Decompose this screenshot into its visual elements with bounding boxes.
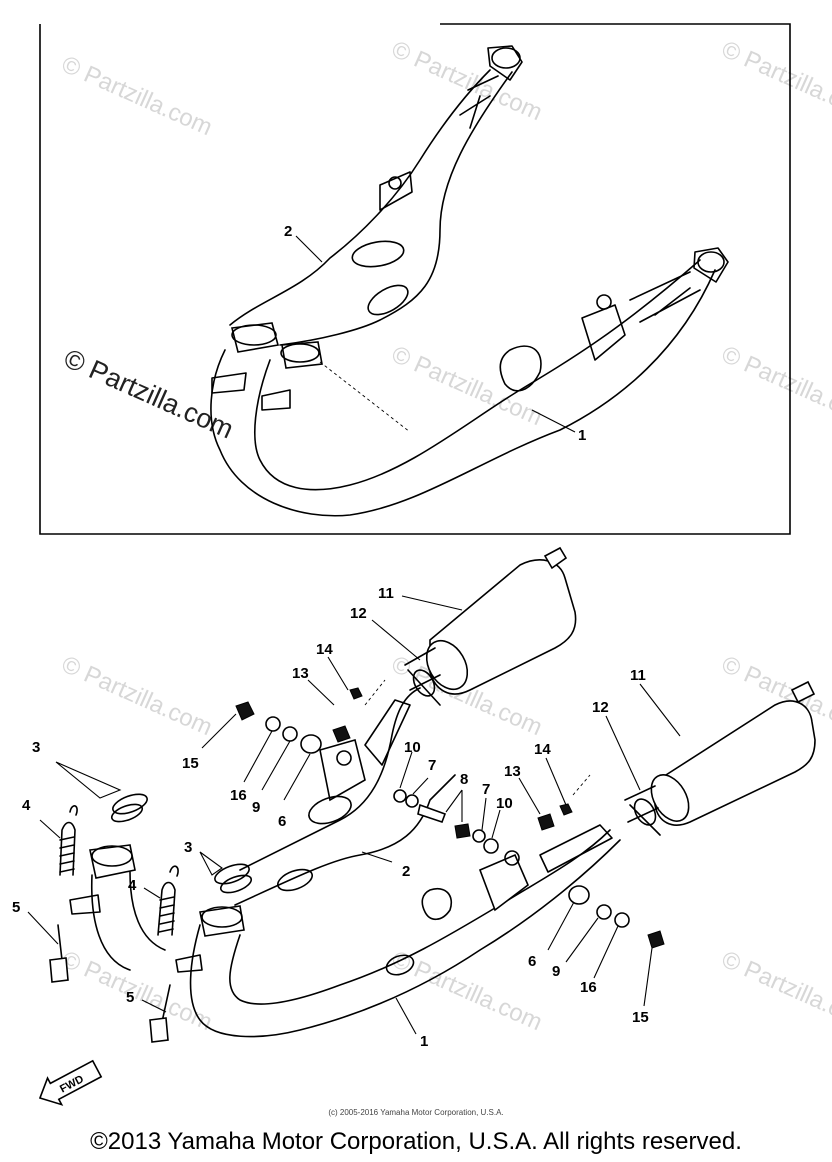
callout-15: 15 <box>182 755 199 772</box>
top-pipe-1 <box>210 247 729 517</box>
callout-9: 9 <box>252 799 260 816</box>
callout-12: 12 <box>350 605 367 622</box>
fine-print: (c) 2005-2016 Yamaha Motor Corporation, … <box>328 1108 504 1117</box>
fwd-arrow: FWD <box>38 1059 103 1106</box>
callout-4: 4 <box>22 797 31 814</box>
washer-7a <box>405 794 419 808</box>
watermark: © Partzilla.com <box>58 651 217 741</box>
callout-2: 2 <box>402 863 410 880</box>
callout-7: 7 <box>428 757 436 774</box>
callout-8: 8 <box>460 771 468 788</box>
callout-16: 16 <box>230 787 247 804</box>
copyright-notice: ©2013 Yamaha Motor Corporation, U.S.A. A… <box>90 1128 742 1155</box>
callout-12: 12 <box>592 699 609 716</box>
grommet-6a <box>300 734 322 754</box>
gasket-3a <box>112 793 148 815</box>
top-pipe-2 <box>229 45 523 346</box>
gasket-3b <box>214 863 250 885</box>
watermark: © Partzilla.com <box>388 36 547 126</box>
callout-11: 11 <box>630 667 646 684</box>
flange-left-upper <box>69 844 166 971</box>
assembly-frame <box>39 23 791 535</box>
callout-3: 3 <box>32 739 40 756</box>
gasket-3b-inner <box>219 874 253 894</box>
nut-8b <box>454 823 471 839</box>
callout-top-2: 2 <box>284 223 292 240</box>
spring-4a <box>59 805 78 876</box>
callout-11: 11 <box>378 585 394 602</box>
watermark: © Partzilla.com <box>718 36 832 126</box>
leader-top-1 <box>531 409 576 433</box>
callout-1: 1 <box>420 1033 428 1050</box>
callout-15: 15 <box>632 1009 649 1026</box>
callout-10: 10 <box>496 795 513 812</box>
washer-16a <box>265 716 281 732</box>
watermark: © Partzilla.com <box>718 341 832 431</box>
callout-6: 6 <box>528 953 536 970</box>
bottom-leaders <box>27 595 681 1035</box>
gasket-3a-inner <box>110 803 144 823</box>
washer-10b <box>483 838 499 854</box>
flange-left-lower <box>175 905 245 973</box>
washer-7b <box>472 829 486 843</box>
callout-16: 16 <box>580 979 597 996</box>
watermark: © Partzilla.com <box>718 946 832 1036</box>
bottom-pipe-2 <box>234 687 456 906</box>
nut-13b <box>537 813 555 831</box>
bolt-5b <box>149 984 171 1043</box>
nut-13a <box>332 725 351 743</box>
washer-14b <box>559 803 573 816</box>
bolt-8a <box>417 803 447 824</box>
callout-13: 13 <box>504 763 521 780</box>
callout-5: 5 <box>12 899 20 916</box>
nut-15b <box>647 930 665 949</box>
washer-14a <box>349 687 363 700</box>
watermark: © Partzilla.com <box>58 51 217 141</box>
bottom-pipe-1 <box>189 824 621 1038</box>
collar-9a <box>282 726 298 742</box>
bolt-5a <box>49 924 69 983</box>
callout-13: 13 <box>292 665 309 682</box>
callout-14: 14 <box>534 741 551 758</box>
callout-4: 4 <box>128 877 137 894</box>
callout-3: 3 <box>184 839 192 856</box>
washer-10a <box>393 789 407 803</box>
muffler-11-right <box>624 680 816 836</box>
callout-6: 6 <box>278 813 286 830</box>
callout-10: 10 <box>404 739 421 756</box>
callout-9: 9 <box>552 963 560 980</box>
nut-15a <box>235 701 255 721</box>
callout-7: 7 <box>482 781 490 798</box>
collar-9b <box>596 904 612 920</box>
watermark: © Partzilla.com <box>388 341 547 431</box>
grommet-6b <box>568 885 590 905</box>
leader-top-2 <box>295 235 323 263</box>
spring-4b <box>157 865 179 936</box>
muffler-11-upper <box>404 546 577 706</box>
callout-5: 5 <box>126 989 134 1006</box>
callout-14: 14 <box>316 641 333 658</box>
washer-16b <box>614 912 630 928</box>
callout-top-1: 1 <box>578 427 586 444</box>
